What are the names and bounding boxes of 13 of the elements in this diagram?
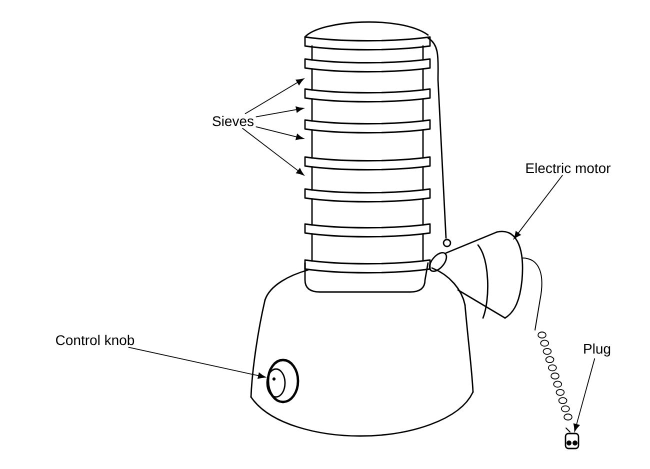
leader-line bbox=[256, 126, 304, 140]
part-label: Plug bbox=[584, 343, 610, 357]
leader-line bbox=[242, 128, 304, 176]
leader-line bbox=[514, 174, 563, 240]
plug-drawing bbox=[564, 432, 580, 450]
part-label: Control knob bbox=[56, 334, 134, 346]
leader-line bbox=[244, 78, 304, 114]
part-label: Sieves bbox=[212, 116, 254, 126]
leader-line bbox=[573, 358, 596, 432]
leader-line bbox=[256, 106, 304, 118]
part-label: Electric motor bbox=[526, 162, 611, 174]
knob-drawing bbox=[266, 358, 300, 404]
leader-line bbox=[128, 346, 266, 379]
